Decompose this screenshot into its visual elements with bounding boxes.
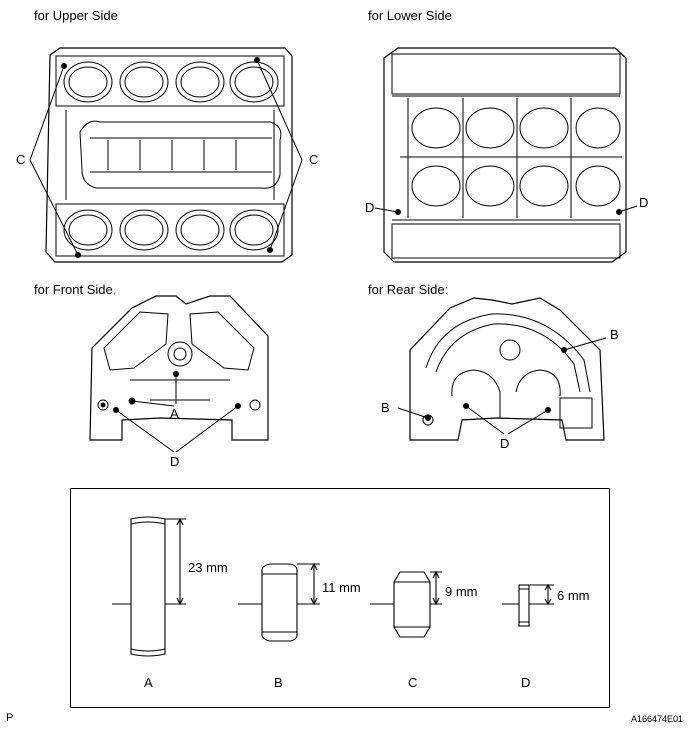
pin-b-label: B [274,675,283,690]
caption-lower-side: for Lower Side [368,8,452,23]
pin-a-length: 23 mm [188,560,228,575]
lower-side-block [374,47,638,263]
footer-figure-id: A166474E01 [630,714,683,724]
pin-c-drawing [370,570,442,638]
pin-legend-box [70,488,610,708]
callout-c-upper-right: C [309,152,319,167]
pin-a-drawing [112,516,186,657]
caption-upper-side: for Upper Side [34,8,118,23]
pin-c-label: C [408,675,418,690]
callout-d-lower-left: D [365,200,375,215]
callout-a-front: A [170,406,179,421]
callout-c-upper-left: C [16,152,26,167]
pin-d-drawing [502,583,554,627]
upper-side-block [29,47,303,263]
rear-side-block [397,297,607,441]
pin-d-length: 6 mm [557,588,590,603]
pin-b-length: 11 mm [322,580,361,595]
caption-rear-side: for Rear Side: [368,282,449,297]
footer-page-mark: P [6,712,14,724]
callout-d-lower-right: D [639,195,649,210]
front-side-block [89,295,269,453]
pin-d-label: D [521,675,531,690]
callout-d-rear: D [500,436,510,451]
pin-c-length: 9 mm [445,584,478,599]
callout-d-front: D [170,454,180,469]
caption-front-side: for Front Side. [34,282,117,297]
callout-b-rear-right: B [610,327,619,342]
callout-b-rear-left: B [381,400,390,415]
pin-b-drawing [238,562,320,642]
pin-a-label: A [144,675,153,690]
